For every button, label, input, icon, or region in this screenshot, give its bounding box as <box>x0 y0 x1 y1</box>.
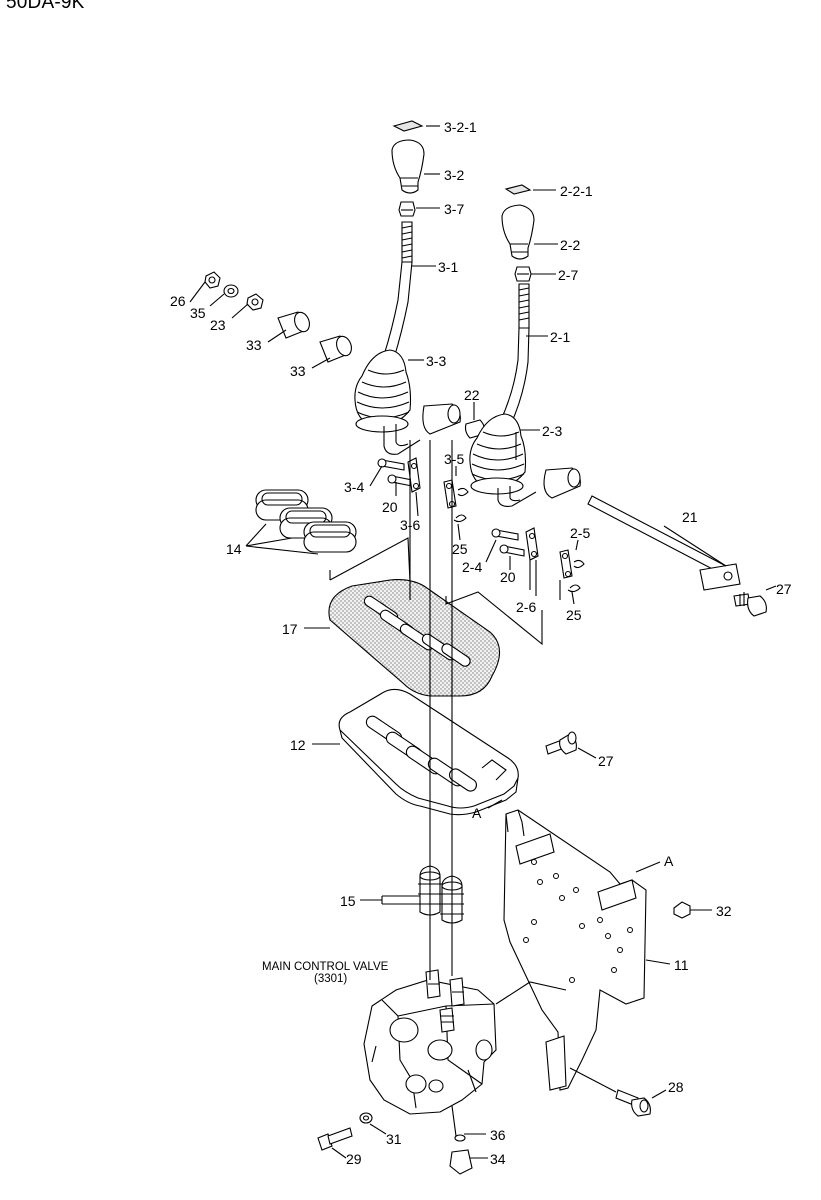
main-valve-number: (3301) <box>314 973 347 985</box>
callout-32: 32 <box>716 903 732 919</box>
callout-3-5: 3-5 <box>444 451 464 467</box>
lever-2-assembly <box>469 184 767 617</box>
callout-33-lower: 33 <box>290 363 306 379</box>
bracket-11 <box>503 809 691 1117</box>
callout-A-bracket: A <box>664 853 674 869</box>
callout-20-lower: 20 <box>500 569 516 585</box>
callout-21: 21 <box>682 509 698 525</box>
callout-33-upper: 33 <box>246 337 262 353</box>
callout-12: 12 <box>290 737 306 753</box>
callout-2-5: 2-5 <box>570 525 590 541</box>
callout-3-4: 3-4 <box>344 479 364 495</box>
knob-cap-2-2-1 <box>504 184 532 195</box>
main-control-valve <box>363 969 497 1175</box>
callout-3-2: 3-2 <box>444 167 464 183</box>
main-valve-label: MAIN CONTROL VALVE <box>262 961 389 973</box>
callout-25-lower: 25 <box>566 607 582 623</box>
callout-2-2: 2-2 <box>560 237 580 253</box>
callout-17: 17 <box>282 621 298 637</box>
lever-3-assembly <box>354 120 486 455</box>
hardware-left <box>204 271 352 363</box>
callout-15: 15 <box>340 893 356 909</box>
callout-11: 11 <box>674 957 689 973</box>
callout-2-7: 2-7 <box>558 267 578 283</box>
callout-2-1: 2-1 <box>550 329 570 345</box>
knob-3-2 <box>391 139 425 194</box>
callout-2-4: 2-4 <box>462 559 482 575</box>
callout-2-2-1: 2-2-1 <box>560 183 593 199</box>
cover-plate-12 <box>338 688 577 816</box>
callout-22: 22 <box>464 387 480 403</box>
callout-27-upper: 27 <box>776 581 792 597</box>
callout-26: 26 <box>170 293 186 309</box>
callout-34: 34 <box>490 1151 506 1167</box>
callout-2-3: 2-3 <box>542 423 562 439</box>
callout-20-upper: 20 <box>382 499 398 515</box>
callout-35: 35 <box>190 305 206 321</box>
callout-36: 36 <box>490 1127 506 1143</box>
callout-3-2-1: 3-2-1 <box>444 119 477 135</box>
shaft-21 <box>587 495 727 575</box>
callout-A-plate: A <box>472 805 482 821</box>
links-and-pins <box>377 457 585 593</box>
callout-27-lower: 27 <box>598 753 614 769</box>
callout-3-7: 3-7 <box>444 201 464 217</box>
valve-boots-15 <box>418 865 464 924</box>
hardware-bottom <box>317 1112 373 1151</box>
knob-cap-3-2-1 <box>392 120 424 132</box>
callout-25-upper: 25 <box>452 541 468 557</box>
callout-29: 29 <box>346 1151 362 1167</box>
callout-23: 23 <box>210 317 226 333</box>
cover-pad-17 <box>328 579 501 697</box>
callout-3-1: 3-1 <box>438 259 458 275</box>
model-title: 50DA-9K <box>6 0 85 13</box>
callout-3-6: 3-6 <box>400 517 420 533</box>
knob-2-2 <box>501 204 535 260</box>
callout-14: 14 <box>226 541 242 557</box>
shaft-21-plate <box>699 563 741 591</box>
callout-2-6: 2-6 <box>516 599 536 615</box>
callout-labels: 3-2-1 3-2 3-7 3-1 3-3 2-2-1 2-2 2-7 2-1 … <box>170 119 792 1167</box>
nut-3-7 <box>398 201 416 217</box>
bumpers-14 <box>255 489 357 553</box>
callout-28: 28 <box>668 1079 684 1095</box>
leader-lines <box>189 125 777 1159</box>
callout-3-3: 3-3 <box>426 353 446 369</box>
callout-31: 31 <box>386 1131 402 1147</box>
